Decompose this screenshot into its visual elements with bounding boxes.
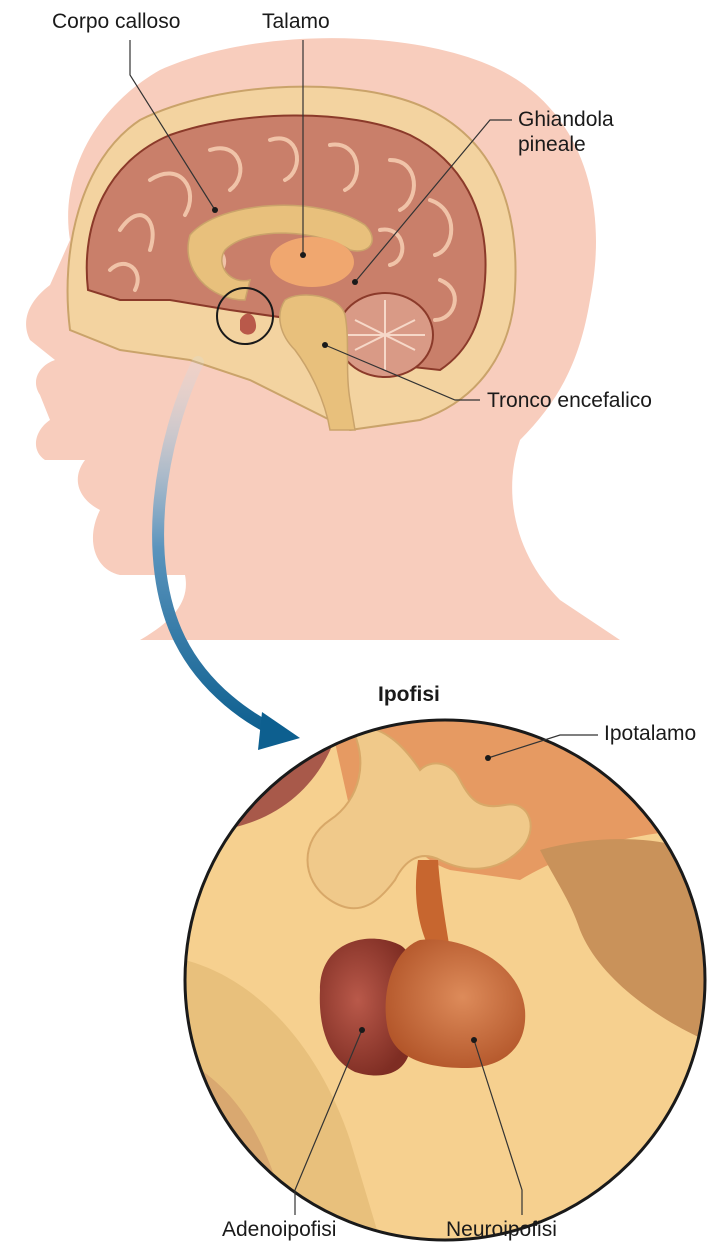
label-neuroipofisi: Neuroipofisi	[446, 1218, 557, 1241]
pituitary-zoom-view	[185, 720, 705, 1240]
label-ipotalamo: Ipotalamo	[604, 722, 696, 745]
label-pineale: pineale	[518, 133, 586, 156]
zoom-arrow-head	[258, 712, 300, 750]
label-talamo: Talamo	[262, 10, 330, 33]
label-adenoipofisi: Adenoipofisi	[222, 1218, 336, 1241]
thalamus-shape	[270, 237, 354, 287]
label-ghiandola: Ghiandola	[518, 108, 614, 131]
label-tronco-encefalico: Tronco encefalico	[487, 389, 652, 412]
label-ipofisi-title: Ipofisi	[378, 683, 440, 707]
label-corpo-calloso: Corpo calloso	[52, 10, 180, 33]
